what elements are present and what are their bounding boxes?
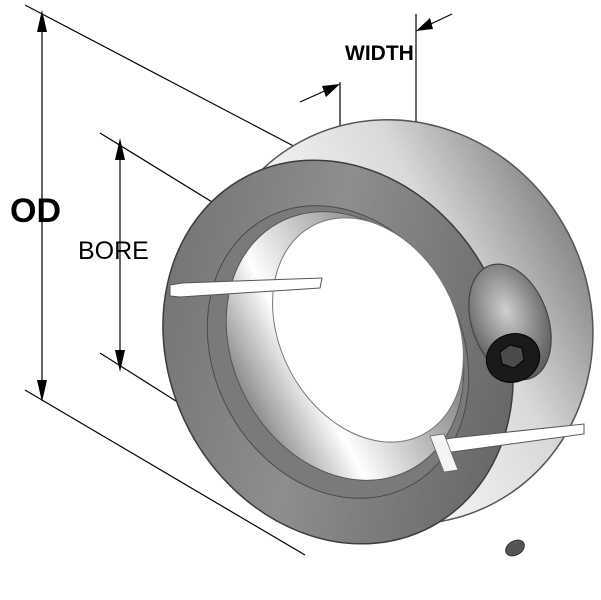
od-dimension bbox=[24, 4, 306, 556]
bore-label: BORE bbox=[78, 237, 149, 265]
width-label: WIDTH bbox=[345, 42, 414, 65]
width-dimension bbox=[299, 13, 453, 185]
bore-arrow-top bbox=[115, 138, 125, 160]
od-arrow-top bbox=[37, 10, 47, 32]
collar-split-slot bbox=[169, 277, 585, 473]
od-extension-top bbox=[24, 4, 306, 153]
bottom-tapped-hole bbox=[505, 539, 525, 557]
width-arrow-left bbox=[322, 84, 340, 97]
width-arrow-right bbox=[416, 18, 433, 31]
od-label: OD bbox=[10, 192, 61, 230]
socket-head-screw-icon bbox=[485, 333, 541, 383]
screw-hex-socket bbox=[499, 344, 525, 369]
split-slot-upper bbox=[169, 277, 323, 298]
split-slot-face-lower bbox=[429, 433, 459, 473]
od-extension-bottom bbox=[24, 389, 306, 556]
od-arrow-bottom bbox=[37, 380, 47, 402]
shaft-collar bbox=[162, 119, 594, 557]
collar-bore-opening bbox=[272, 217, 464, 443]
bore-arrow-bottom bbox=[115, 350, 125, 372]
